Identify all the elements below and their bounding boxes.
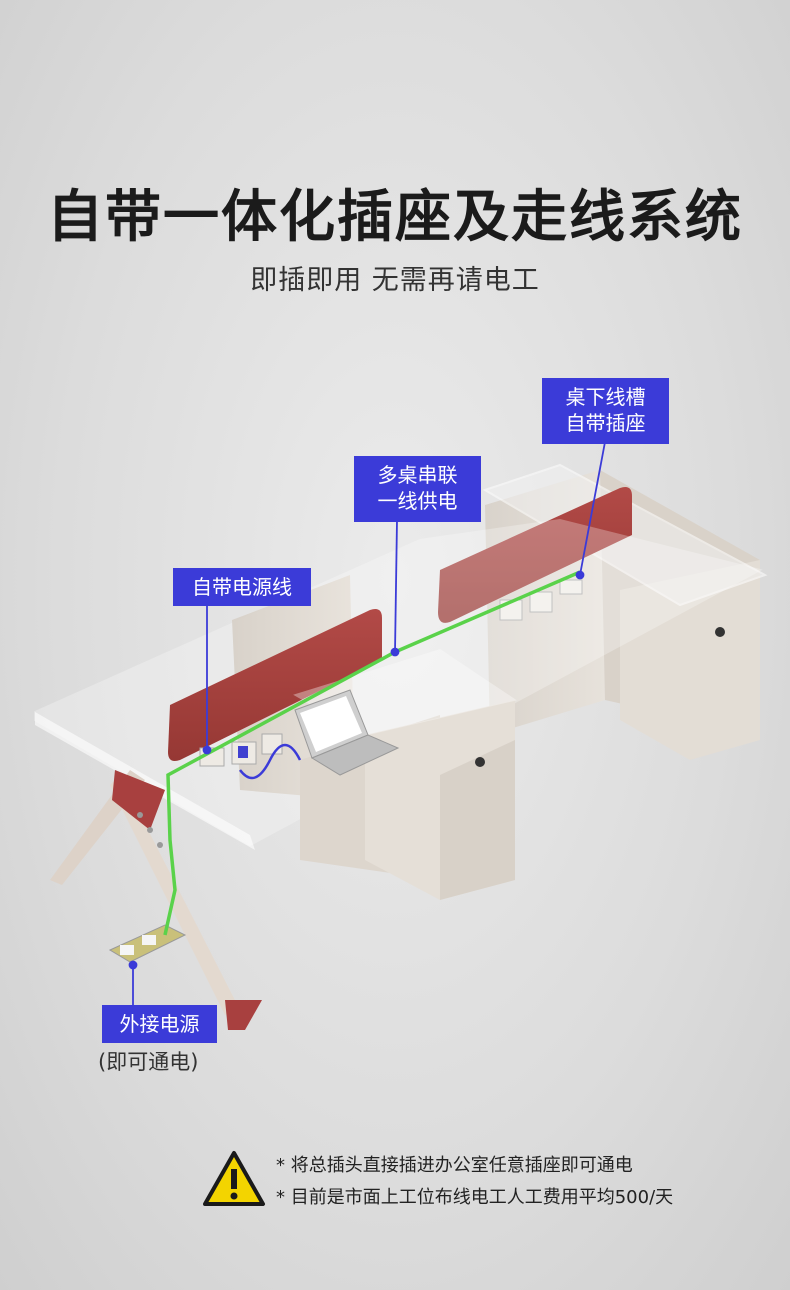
callout-powercord: 自带电源线 <box>173 568 311 606</box>
callout-underdesk: 桌下线槽 自带插座 <box>542 378 669 444</box>
back-desk <box>438 463 768 760</box>
note-line: * 目前是市面上工位布线电工人工费用平均500/天 <box>276 1187 674 1208</box>
page-subtitle: 即插即用 无需再请电工 <box>250 265 540 296</box>
privacy-panel-back <box>438 487 632 623</box>
power-cable <box>163 570 581 936</box>
callout-multidesk: 多桌串联 一线供电 <box>354 456 481 522</box>
privacy-panel-front <box>168 609 382 761</box>
external-note: (即可通电) <box>98 1050 199 1074</box>
notes: * 将总插头直接插进办公室任意插座即可通电 * 目前是市面上工位布线电工人工费用… <box>276 1150 673 1214</box>
callout-leaders <box>128 441 606 1005</box>
floor-power-box <box>108 924 187 963</box>
warning-triangle-icon <box>203 1151 265 1206</box>
note-line: * 将总插头直接插进办公室任意插座即可通电 <box>276 1155 633 1176</box>
callout-external: 外接电源 <box>102 1005 217 1043</box>
laptop <box>294 689 400 776</box>
page-title: 自带一体化插座及走线系统 <box>47 185 743 250</box>
